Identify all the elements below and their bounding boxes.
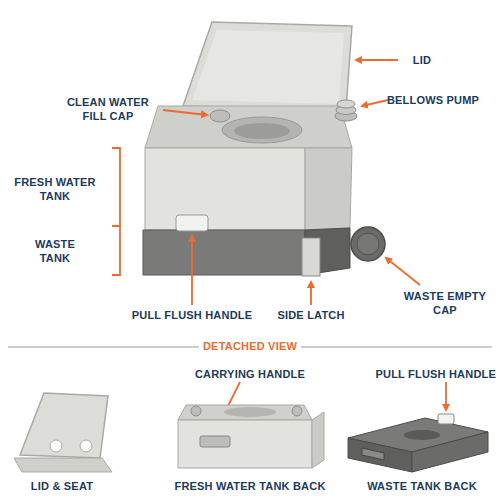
callout-label: LID bbox=[413, 54, 431, 68]
seat-hole bbox=[234, 123, 290, 139]
carrying-handle bbox=[200, 436, 230, 447]
side-latch bbox=[302, 238, 320, 276]
tank-opening bbox=[404, 430, 440, 440]
seat-shape bbox=[14, 458, 112, 472]
fresh-tank-side bbox=[305, 148, 352, 230]
fresh-tank-front bbox=[178, 420, 312, 468]
fresh-tank-side bbox=[312, 412, 324, 468]
callout-label: PULL FLUSH HANDLE bbox=[132, 309, 253, 323]
leader-line bbox=[191, 236, 193, 305]
seat-opening bbox=[222, 117, 302, 143]
flush-handle bbox=[176, 215, 208, 231]
callout-label: SIDE LATCH bbox=[277, 309, 344, 323]
carrying-handle bbox=[362, 448, 384, 460]
side-face bbox=[412, 432, 488, 472]
lid-shape bbox=[183, 22, 352, 110]
fresh-tank-detached bbox=[178, 405, 324, 468]
top-face bbox=[178, 405, 312, 420]
waste-cap bbox=[351, 227, 385, 261]
leader-line bbox=[356, 59, 398, 61]
flush-handle bbox=[438, 414, 454, 424]
leader-arrows bbox=[112, 60, 446, 418]
callout-label: CARRYING HANDLE bbox=[195, 368, 305, 382]
tank-opening bbox=[224, 407, 276, 417]
callout-label: WASTE EMPTY CAP bbox=[400, 290, 490, 318]
toilet-main bbox=[143, 22, 385, 276]
pump-ring bbox=[337, 100, 355, 108]
front-face bbox=[348, 438, 412, 472]
leader-line bbox=[163, 110, 207, 115]
callout-label: FRESH WATER TANK bbox=[8, 176, 103, 204]
lid-shape bbox=[20, 393, 108, 458]
bracket bbox=[112, 148, 120, 275]
lid-seat-detached bbox=[14, 393, 112, 472]
callout-label: PULL FLUSH HANDLE bbox=[375, 368, 496, 382]
callout-label: CLEAN WATER FILL CAP bbox=[58, 96, 158, 124]
lid-hole bbox=[80, 440, 92, 452]
top-face bbox=[145, 106, 352, 148]
lid-hole bbox=[50, 440, 62, 452]
callout-label: LID & SEAT bbox=[31, 480, 93, 494]
waste-tank-front bbox=[143, 230, 305, 275]
leader-line bbox=[310, 282, 312, 305]
leader-line bbox=[362, 100, 388, 106]
lid-inner bbox=[192, 30, 344, 104]
waste-tank-detached bbox=[348, 414, 488, 472]
callout-label: WASTE TANK bbox=[20, 238, 90, 266]
fresh-tank-front bbox=[145, 148, 305, 230]
bellows-pump bbox=[335, 100, 357, 121]
tank-cap bbox=[292, 406, 302, 416]
callout-label: BELLOWS PUMP bbox=[387, 94, 479, 108]
leader-line bbox=[445, 382, 447, 410]
fill-cap bbox=[210, 110, 230, 122]
leader-line bbox=[386, 258, 420, 285]
section-heading: DETACHED VIEW bbox=[199, 340, 301, 354]
tank-cap bbox=[191, 406, 201, 416]
waste-cap-inner bbox=[357, 233, 379, 255]
callout-label: WASTE TANK BACK bbox=[367, 480, 477, 494]
callout-label: FRESH WATER TANK BACK bbox=[174, 480, 325, 494]
